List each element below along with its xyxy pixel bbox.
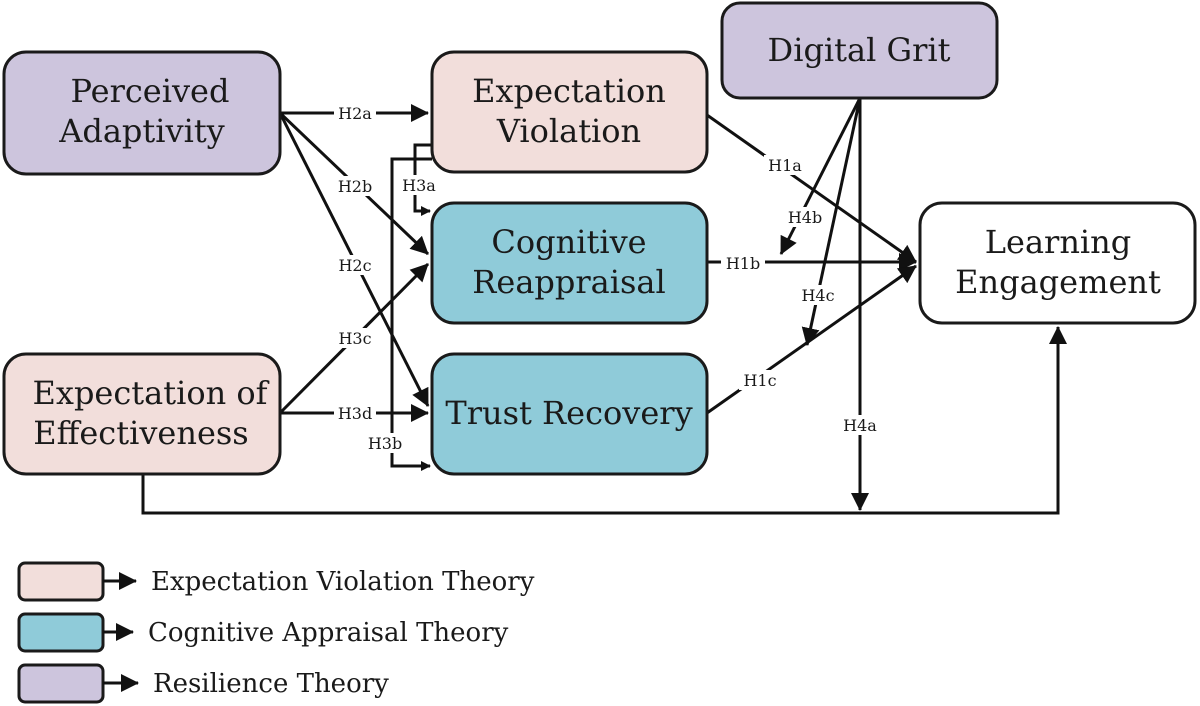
node-perceived-adaptivity: Perceived Adaptivity bbox=[2, 50, 282, 176]
legend-item-expectation-violation-theory: Expectation Violation Theory bbox=[17, 561, 535, 602]
node-label: Learning bbox=[985, 223, 1132, 261]
node-label: Reappraisal bbox=[472, 263, 665, 301]
legend-label: Cognitive Appraisal Theory bbox=[148, 618, 509, 648]
label-h4c: H4c bbox=[801, 286, 834, 305]
node-label: Effectiveness bbox=[33, 414, 248, 452]
edge-h4b bbox=[779, 97, 862, 255]
node-trust-recovery: Trust Recovery bbox=[430, 352, 709, 476]
label-h2a: H2a bbox=[338, 104, 372, 123]
node-label: Perceived bbox=[71, 72, 230, 110]
edge-h1a bbox=[706, 113, 917, 264]
node-label: Violation bbox=[496, 112, 641, 150]
label-h1a: H1a bbox=[768, 156, 802, 175]
node-label: Expectation bbox=[472, 72, 666, 110]
label-h1b: H1b bbox=[726, 254, 760, 273]
node-cognitive-reappraisal: Cognitive Reappraisal bbox=[430, 201, 709, 325]
node-expectation-of-effectiveness: Expectation of Effectiveness bbox=[2, 352, 282, 476]
node-label: Cognitive bbox=[491, 223, 646, 261]
edge-effectiveness-to-engagement bbox=[141, 326, 1067, 515]
label-h3c: H3c bbox=[338, 329, 371, 348]
legend-label: Resilience Theory bbox=[153, 669, 389, 699]
node-expectation-violation: Expectation Violation bbox=[430, 50, 709, 174]
node-learning-engagement: Learning Engagement bbox=[918, 201, 1197, 325]
node-digital-grit: Digital Grit bbox=[720, 1, 999, 100]
hypothesis-labels: H2a H2b H2c H3c H3d H3a H3b H1a H1b H1c … bbox=[334, 103, 882, 453]
node-label: Expectation of bbox=[33, 374, 270, 412]
label-h3b: H3b bbox=[368, 434, 402, 453]
legend-item-cognitive-appraisal-theory: Cognitive Appraisal Theory bbox=[17, 612, 509, 653]
label-h3a: H3a bbox=[402, 176, 436, 195]
edges bbox=[141, 97, 1067, 515]
label-h2c: H2c bbox=[338, 256, 371, 275]
node-label: Digital Grit bbox=[768, 31, 951, 69]
node-label: Adaptivity bbox=[58, 112, 225, 150]
legend: Expectation Violation Theory Cognitive A… bbox=[17, 561, 535, 704]
label-h4b: H4b bbox=[788, 208, 822, 227]
node-label: Engagement bbox=[955, 263, 1161, 301]
node-label: Trust Recovery bbox=[445, 394, 692, 432]
label-h3d: H3d bbox=[338, 404, 372, 423]
legend-label: Expectation Violation Theory bbox=[151, 567, 535, 597]
label-h4a: H4a bbox=[843, 416, 877, 435]
legend-item-resilience-theory: Resilience Theory bbox=[17, 663, 389, 704]
label-h1c: H1c bbox=[743, 371, 776, 390]
edge-h3b bbox=[390, 157, 432, 471]
label-h2b: H2b bbox=[338, 177, 372, 196]
